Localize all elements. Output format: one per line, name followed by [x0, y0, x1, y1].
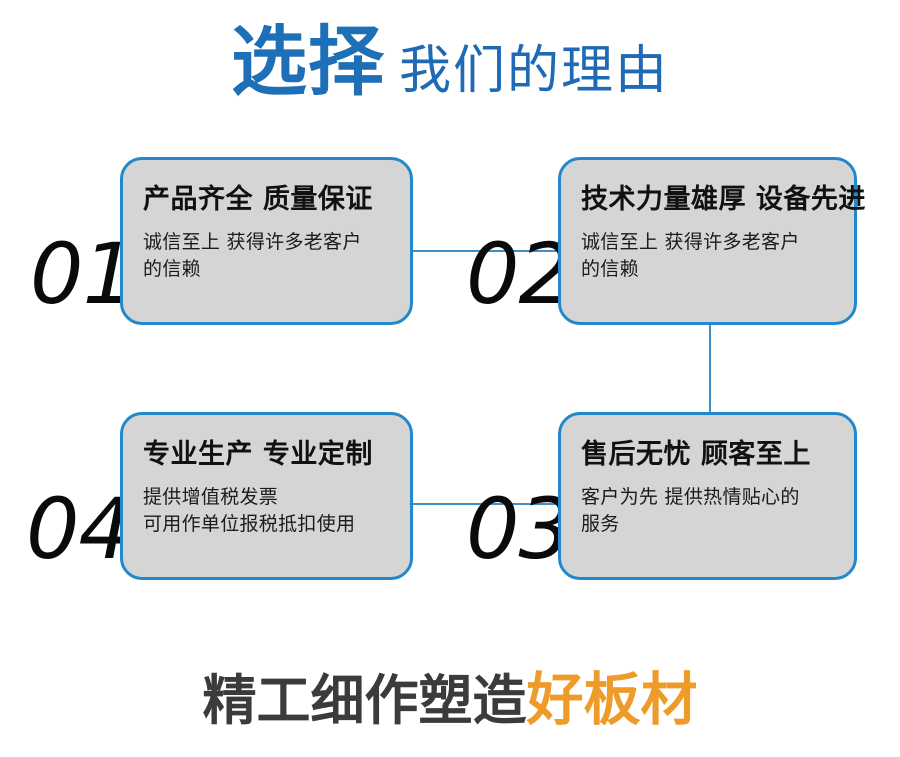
page-title-strong: 选择 [230, 17, 385, 106]
card-03[interactable]: 售后无忧 顾客至上 客户为先 提供热情贴心的 服务 [558, 412, 857, 580]
card-number-02: 02 [466, 225, 572, 323]
footer-slogan-accent: 好板材 [526, 667, 698, 733]
card-03-body-line-2: 服务 [581, 513, 620, 536]
card-03-body: 客户为先 提供热情贴心的 服务 [581, 484, 854, 538]
card-03-title: 售后无忧 顾客至上 [581, 439, 811, 470]
card-01[interactable]: 产品齐全 质量保证 诚信至上 获得许多老客户 的信赖 [120, 157, 413, 325]
card-04-body-line-1: 提供增值税发票 [143, 486, 279, 509]
card-number-03: 03 [466, 480, 572, 578]
card-01-title: 产品齐全 质量保证 [143, 184, 373, 215]
card-04-title: 专业生产 专业定制 [143, 439, 373, 470]
footer-slogan-dark: 精工细作塑造 [202, 669, 527, 732]
card-number-04: 04 [26, 480, 132, 578]
card-02-body-line-1: 诚信至上 获得许多老客户 [581, 231, 800, 254]
footer-slogan: 精工细作塑造好板材 [0, 672, 900, 729]
page-title: 选择我们的理由 [0, 24, 900, 100]
card-04-body-line-2: 可用作单位报税抵扣使用 [143, 513, 356, 536]
connector-02-to-03 [709, 325, 711, 413]
card-number-01: 01 [30, 225, 136, 323]
card-02-title: 技术力量雄厚 设备先进 [581, 184, 866, 215]
card-02-body-line-2: 的信赖 [581, 258, 639, 281]
card-02-body: 诚信至上 获得许多老客户 的信赖 [581, 229, 854, 283]
card-02[interactable]: 技术力量雄厚 设备先进 诚信至上 获得许多老客户 的信赖 [558, 157, 866, 325]
connector-04-to-03 [413, 503, 559, 505]
card-04-body: 提供增值税发票 可用作单位报税抵扣使用 [143, 484, 410, 538]
page-title-light: 我们的理由 [398, 41, 669, 101]
card-04[interactable]: 专业生产 专业定制 提供增值税发票 可用作单位报税抵扣使用 [120, 412, 413, 580]
card-01-body-line-2: 的信赖 [143, 258, 201, 281]
card-01-body-line-1: 诚信至上 获得许多老客户 [143, 231, 362, 254]
card-03-body-line-1: 客户为先 提供热情贴心的 [581, 486, 800, 509]
connector-01-to-02 [413, 250, 559, 252]
card-01-body: 诚信至上 获得许多老客户 的信赖 [143, 229, 410, 283]
